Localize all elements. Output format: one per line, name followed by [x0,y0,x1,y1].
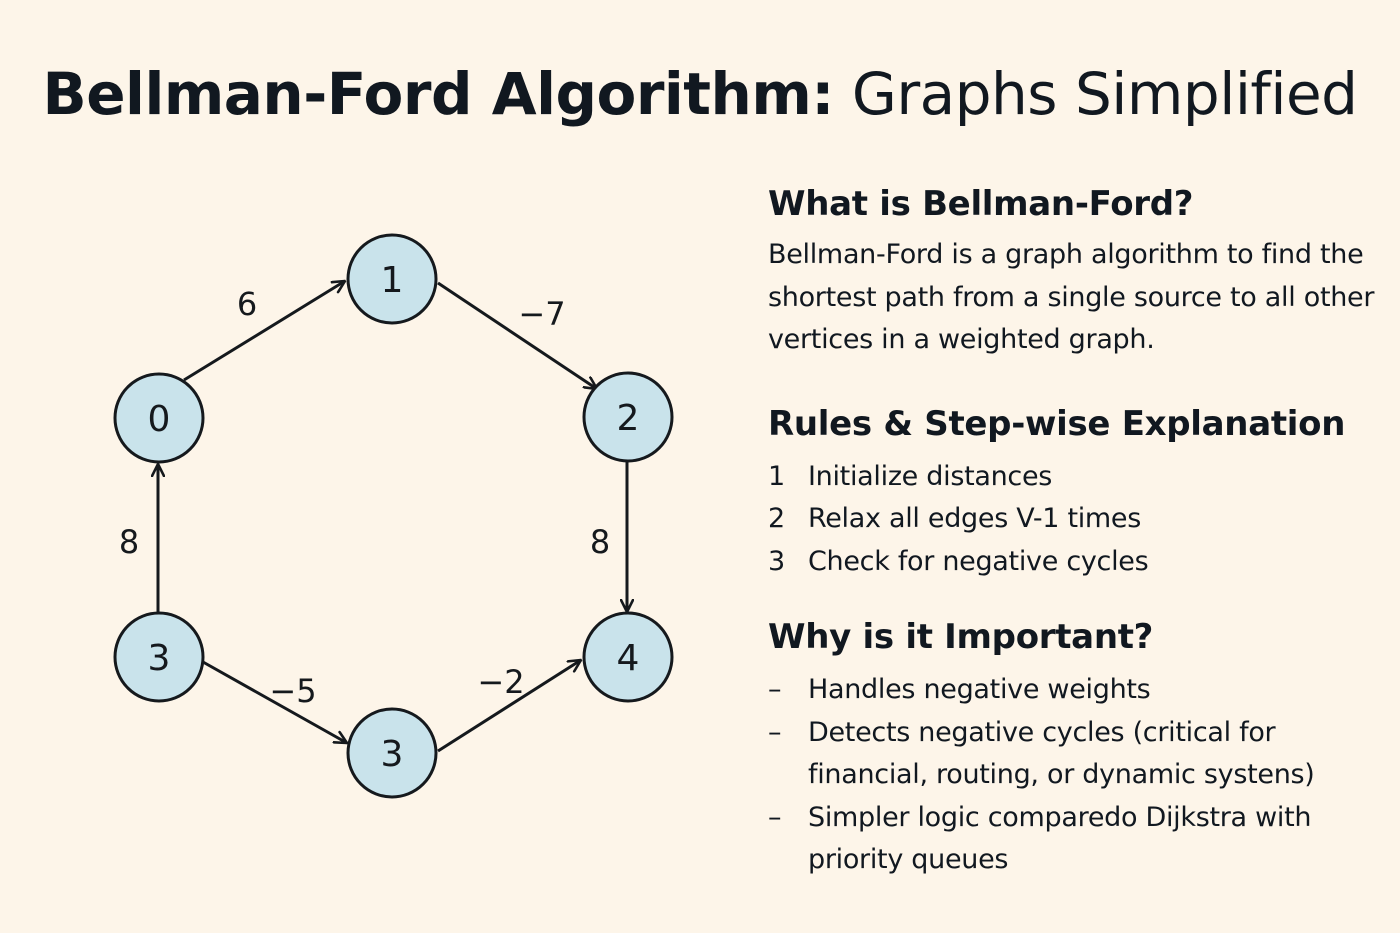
step-text: Check for negative cycles [808,545,1149,577]
section-rules: Rules & Step-wise Explanation 1 Initializ… [768,396,1388,584]
why-point: –Handles negative weights [768,669,1388,712]
rules-list: 1 Initialize distances 2 Relax all edges V… [768,456,1388,584]
edge-weight-3-0: 8 [119,523,139,561]
step-text: Initialize distances [808,460,1053,492]
graph-node-2: 2 [582,371,674,463]
bullet-dash: – [768,801,782,833]
node-label: 2 [617,398,640,439]
section-what: What is Bellman-Ford? Bellman-Ford is a … [768,176,1388,362]
point-text: Simpler logic comparedo Dijkstra with pr… [808,801,1312,876]
why-point: –Simpler logic comparedo Dijkstra with p… [768,797,1388,882]
bullet-dash: – [768,716,782,748]
title-light: Graphs Simplified [833,60,1358,128]
step-number: 3 [768,545,785,577]
node-label: 4 [617,638,640,679]
step-number: 2 [768,503,785,534]
node-label: 3 [148,638,171,679]
edge-weight-2-4: 8 [590,523,610,561]
edge-weight-3-3: −5 [269,672,316,710]
step-number: 1 [768,460,785,492]
node-label: 1 [381,260,404,301]
node-label: 3 [381,734,404,775]
graph-node-4: 4 [582,611,674,703]
point-text: Handles negative weights [808,674,1151,705]
rules-step: 3 Check for negative cycles [768,541,1388,584]
heading-why: Why is it Important? [768,617,1154,657]
rules-step: 2 Relax all edges V-1 times [768,498,1388,541]
graph-node-3-bottom: 3 [346,707,438,799]
edge-weight-0-1: 6 [237,285,257,323]
edge-weight-3-4: −2 [477,663,524,701]
title-bold: Bellman-Ford Algorithm: [42,60,835,128]
page-title: Bellman-Ford Algorithm: Graphs Simplifie… [0,56,1400,132]
bullet-dash: – [768,674,782,705]
graph-node-0: 0 [113,372,205,464]
heading-what: What is Bellman-Ford? [768,184,1194,224]
edge-3-to-4 [437,660,581,753]
explanation-panel: What is Bellman-Ford? Bellman-Ford is a … [768,176,1388,882]
graph-node-1: 1 [346,233,438,325]
heading-rules: Rules & Step-wise Explanation [768,403,1346,444]
section-why: Why is it Important? –Handles negative w… [768,609,1388,882]
graph-diagram: 6 −7 8 8 −5 −2 0 1 2 3 3 4 [113,233,674,799]
point-text: Detects negative cycles (critical for fi… [808,716,1315,791]
why-list: –Handles negative weights –Detects negat… [768,669,1388,882]
edge-weight-1-2: −7 [518,295,565,333]
edge-3-to-3 [202,660,347,745]
node-label: 0 [148,399,171,440]
rules-step: 1 Initialize distances [768,456,1388,499]
graph-node-3-left: 3 [113,611,205,703]
edge-0-to-1 [183,281,345,382]
why-point: –Detects negative cycles (critical for f… [768,712,1388,797]
edge-1-to-2 [437,281,597,389]
what-body: Bellman-Ford is a graph algorithm to fin… [768,239,1375,355]
step-text: Relax all edges V-1 times [808,503,1142,534]
